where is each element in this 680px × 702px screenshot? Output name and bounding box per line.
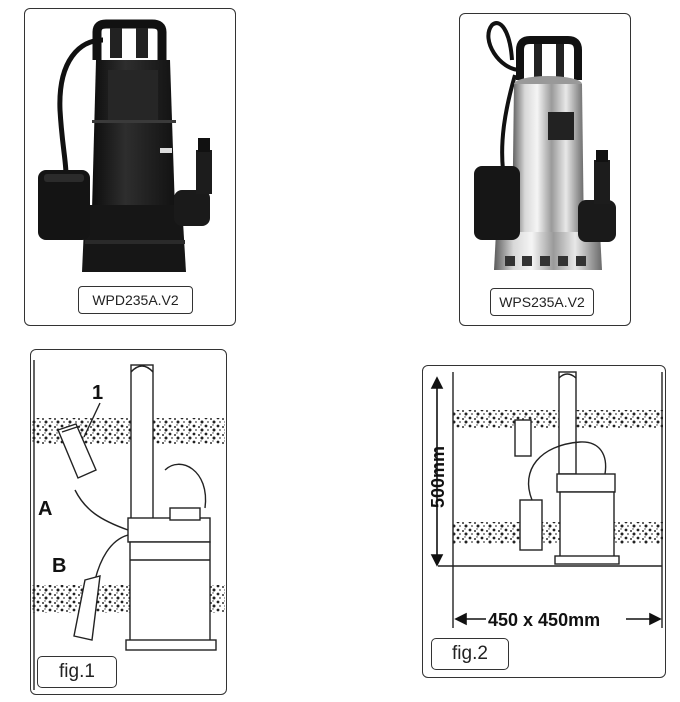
fig2-illustration (438, 371, 663, 628)
height-dimension-label: 500mm (428, 446, 448, 508)
model-label-wps: WPS235A.V2 (490, 288, 594, 316)
area-dimension-label: 450 x 450mm (488, 610, 600, 630)
fig1-illustration (32, 360, 225, 690)
figure-caption-1: fig.1 (37, 656, 117, 688)
model-label-wpd: WPD235A.V2 (78, 286, 193, 314)
figure-caption-2: fig.2 (431, 638, 509, 670)
pump-photo-steel (474, 21, 616, 270)
pump-photo-black (38, 19, 212, 272)
callout-1: 1 (92, 382, 103, 404)
height-dimension-arrow (430, 376, 444, 567)
callout-1-leader (83, 402, 101, 438)
area-dimension-arrow (454, 612, 662, 626)
callout-a: A (38, 498, 52, 520)
callout-b: B (52, 555, 66, 577)
